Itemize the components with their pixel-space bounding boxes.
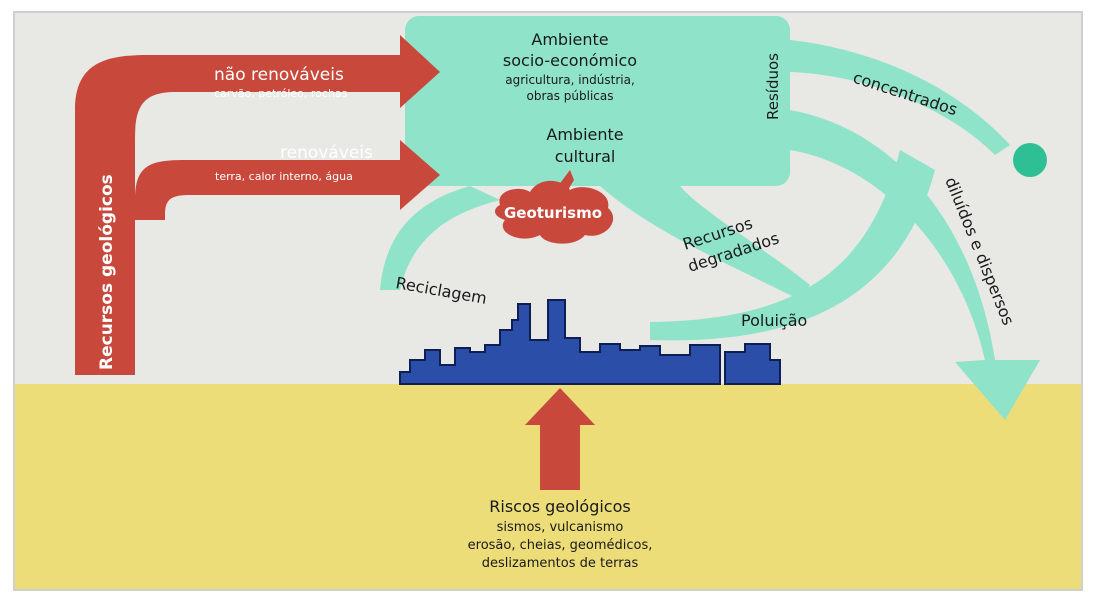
concentrated-arrow [790,40,1010,155]
concentrated-deposit [1013,143,1047,177]
hazard-arrow [525,388,595,490]
renewable-branch [135,140,440,220]
resource-arrows [75,35,595,490]
residues-label: Resíduos [764,53,782,120]
pollution-arrow [650,150,935,341]
socio-subtitle: socio-económico [503,51,637,70]
geotourism-label: Geoturismo [504,204,602,222]
recycling-arrow [380,186,500,290]
frame-border [13,11,1083,591]
socio-line1: agricultura, indústria, [505,73,635,87]
resources-main-label: Recursos geológicos [97,174,117,370]
renewable-examples: terra, calor interno, água [215,170,353,183]
geotourism-pointer [555,170,574,195]
hazards-title: Riscos geológicos [489,497,630,516]
cultural-line1: Ambiente [546,125,623,144]
main-resource-trunk [75,35,440,375]
non-renewable-title: não renováveis [214,65,344,85]
socio-environment-box [405,16,790,186]
degraded-resources-arrow [600,186,810,300]
hazards-line3: deslizamentos de terras [482,556,639,571]
socio-title: Ambiente [531,30,608,49]
environment-flows [380,16,1040,420]
pollution-label: Poluição [741,311,807,330]
geotourism-cloud [495,180,614,244]
diluted-arrow [790,110,1040,420]
city-skyline [399,299,781,385]
hazards-line2: erosão, cheias, geomédicos, [468,538,653,553]
renewable-title: renováveis [280,143,373,163]
socio-line2: obras públicas [526,89,613,103]
hazards-line1: sismos, vulcanismo [497,520,624,535]
cultural-line2: cultural [555,147,616,166]
non-renewable-examples: carvão, petróleo, rochas [214,87,348,100]
